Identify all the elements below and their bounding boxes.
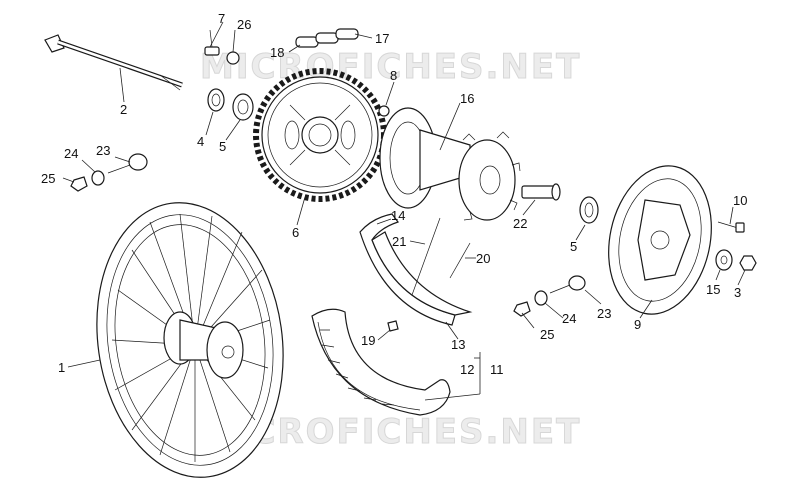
callout-13: 13	[451, 337, 465, 352]
chain-link-18	[295, 28, 359, 48]
washer-24-left	[91, 170, 105, 186]
callout-21: 21	[392, 234, 406, 249]
callout-7: 7	[218, 11, 225, 26]
callout-10: 10	[733, 193, 747, 208]
bolt-10	[717, 221, 745, 233]
nut-25-right	[513, 301, 531, 317]
leader-lines	[62, 21, 746, 401]
callout-8: 8	[390, 68, 397, 83]
bearing-5-right	[579, 196, 599, 224]
washer-26	[226, 51, 240, 65]
callout-22: 22	[513, 216, 527, 231]
bearing-5-left	[232, 93, 254, 121]
bolt-23-right	[549, 275, 586, 294]
mousse-13	[371, 231, 473, 316]
callout-3: 3	[734, 285, 741, 300]
callout-1: 1	[58, 360, 65, 375]
washer-24-right	[534, 290, 548, 306]
sprocket	[253, 68, 387, 202]
callout-16: 16	[460, 91, 474, 106]
sprocket-carrier-16	[379, 107, 521, 221]
nut-25-left	[70, 176, 88, 192]
callout-23-right: 23	[597, 306, 611, 321]
callout-17: 17	[375, 31, 389, 46]
callout-25-right: 25	[540, 327, 554, 342]
spacer-4	[207, 88, 225, 112]
callout-14: 14	[391, 208, 405, 223]
washer-15	[715, 249, 733, 271]
callout-26: 26	[237, 17, 251, 32]
callout-18: 18	[270, 45, 284, 60]
callout-24-left: 24	[64, 146, 78, 161]
callout-23-left: 23	[96, 143, 110, 158]
tyre	[311, 308, 451, 416]
callouts: 1 2 3 4 5 5 6 7 8 9 10 11 12 13 14 15 16…	[41, 11, 747, 377]
wheel	[96, 202, 284, 478]
callout-19: 19	[361, 333, 375, 348]
callout-11: 11	[490, 362, 504, 377]
bolt-23-left	[107, 153, 148, 174]
brake-disc	[608, 165, 712, 315]
axle	[44, 34, 183, 91]
watermark-top: MICROFICHES.NET	[200, 47, 581, 87]
valve-19	[387, 320, 399, 332]
rod-20	[449, 242, 471, 279]
nut-8	[378, 105, 390, 117]
callout-25-left: 25	[41, 171, 55, 186]
callout-20: 20	[476, 251, 490, 266]
callout-12: 12	[460, 362, 474, 377]
callout-5-right: 5	[570, 239, 577, 254]
rod-21	[411, 217, 441, 296]
callout-24-right: 24	[562, 311, 576, 326]
nut-3	[739, 255, 757, 271]
callout-15: 15	[706, 282, 720, 297]
callout-6: 6	[292, 225, 299, 240]
callout-4: 4	[197, 134, 204, 149]
callout-9: 9	[634, 317, 641, 332]
spacer-22	[521, 183, 561, 201]
callout-2: 2	[120, 102, 127, 117]
callout-5-left: 5	[219, 139, 226, 154]
